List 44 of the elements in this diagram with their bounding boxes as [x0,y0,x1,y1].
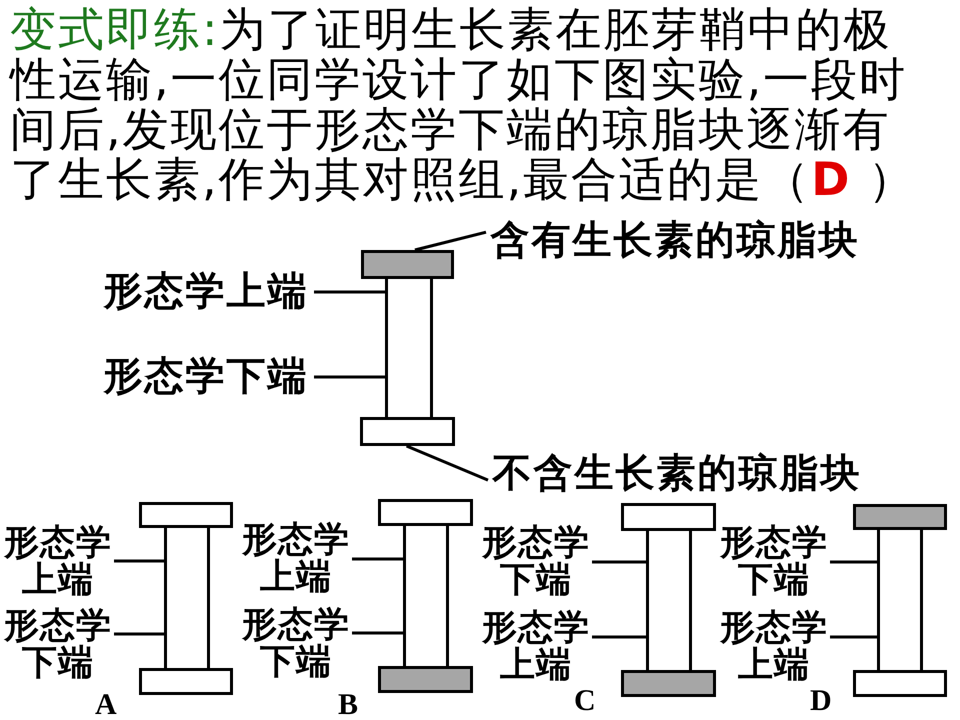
agar-block [361,250,454,279]
leader-line [830,636,877,638]
part-label: 形态学下端 [240,607,352,681]
coleoptile-segment [646,528,692,673]
agar-block [360,417,455,446]
part-label: 形态学上端 [2,525,114,599]
leader-line [592,560,646,564]
agar-block [378,499,473,526]
option-letter: C [574,686,596,716]
part-label: 形态学下端 [2,608,114,682]
part-label: 形态学下端 [718,525,830,599]
coleoptile-segment [164,525,210,671]
leader-line [352,558,403,560]
option-letter: A [95,690,117,720]
leader-line [414,230,486,252]
leader-line [314,290,385,294]
option-letter: B [338,690,358,720]
part-label: 不含生长素的琼脂块 [488,452,866,496]
part-label: 形态学下端 [480,525,592,599]
leader-line [406,444,489,482]
part-label: 形态学上端 [240,522,352,596]
leader-line [592,636,646,638]
part-label: 形态学上端 [718,610,830,684]
leader-line [830,560,877,564]
coleoptile-segment [385,276,433,420]
part-label: 含有生长素的琼脂块 [486,219,864,263]
leader-line [114,560,164,562]
coleoptile-segment [403,523,449,669]
coleoptile-segment [877,527,923,673]
agar-block [853,670,947,697]
question-text: 变式即练:为了证明生长素在胚芽鞘中的极性运输,一位同学设计了如下图实验,一段时间后,发现位于形态学下端的琼脂块逐渐有了生长素,作为其对照组,最合适的是（D ） [10,4,918,204]
agar-block [853,504,947,530]
part-label: 形态学上端 [98,270,314,314]
leader-line [114,632,164,636]
agar-block [621,670,716,697]
agar-block [378,666,473,693]
leader-line [352,632,403,634]
part-label: 形态学上端 [480,610,592,684]
part-label: 形态学下端 [98,355,314,399]
option-letter: D [810,686,832,716]
leader-line [314,376,385,378]
agar-block [139,668,233,695]
agar-block [139,502,233,528]
agar-block [621,503,716,531]
